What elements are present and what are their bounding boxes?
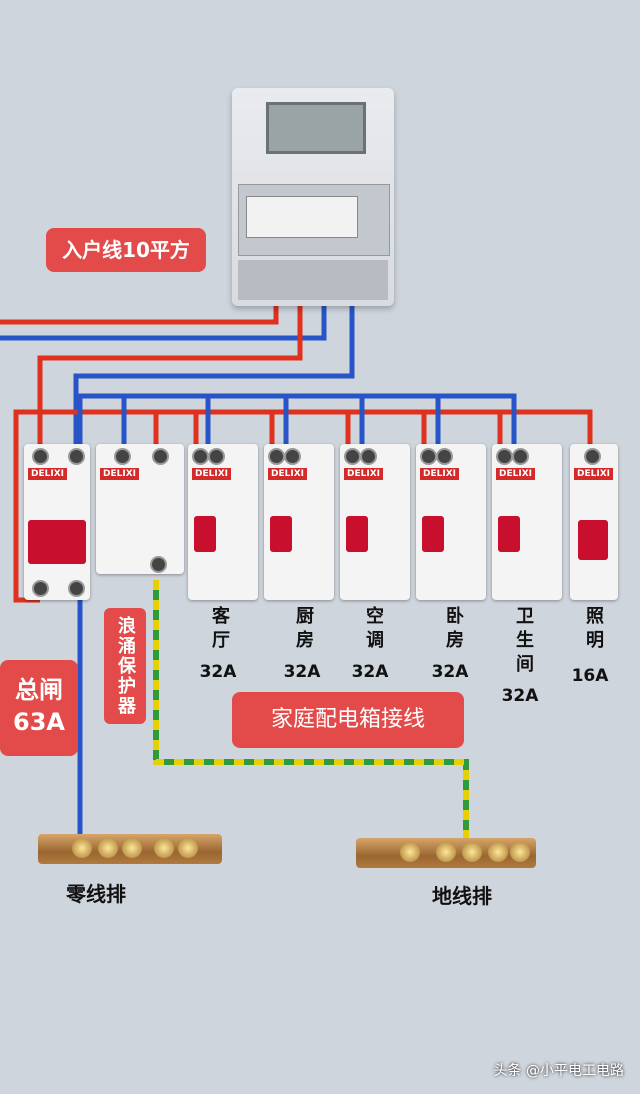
breaker-1: DELIXI [188, 444, 258, 600]
neutral-drops [121, 396, 441, 450]
neutral-bar-label: 零线排 [66, 882, 126, 906]
brand-label: DELIXI [344, 468, 383, 480]
meter-terminal [238, 260, 388, 300]
circuit-name-1: 客厅 [209, 606, 230, 654]
meter-display [266, 102, 366, 154]
electric-meter [232, 88, 394, 306]
brand-label: DELIXI [192, 468, 231, 480]
live-drops [153, 412, 503, 450]
breaker-5: DELIXI [492, 444, 562, 600]
surge-label: 浪涌保护器 [104, 608, 146, 724]
ground-wire [153, 580, 469, 848]
brand-label: DELIXI [420, 468, 459, 480]
incoming-line-label: 入户线10平方 [46, 228, 206, 272]
circuit-current-2: 32A [283, 662, 321, 682]
brand-label: DELIXI [574, 468, 613, 480]
main-breaker: DELIXI [24, 444, 90, 600]
main-switch-label: 总闸 63A [0, 660, 78, 756]
brand-label: DELIXI [496, 468, 535, 480]
meter-out-live-wire [37, 280, 303, 450]
circuit-name-3: 空调 [363, 606, 384, 654]
circuit-name-6: 照明 [583, 606, 604, 654]
breaker-6: DELIXI [570, 444, 618, 600]
watermark: 头条 @小平电工电路 [493, 1063, 624, 1079]
main-switch-current: 63A [13, 708, 65, 736]
brand-label: DELIXI [268, 468, 307, 480]
neutral-busbar [38, 834, 222, 864]
breaker-2: DELIXI [264, 444, 334, 600]
brand-label: DELIXI [100, 468, 139, 480]
surge-protector: DELIXI [96, 444, 184, 574]
breaker-3: DELIXI [340, 444, 410, 600]
main-switch-name: 总闸 [15, 676, 63, 704]
breaker-4: DELIXI [416, 444, 486, 600]
circuit-current-1: 32A [199, 662, 237, 682]
circuit-name-5: 卫生间 [513, 606, 534, 678]
diagram-title: 家庭配电箱接线 [232, 692, 464, 748]
ground-bar-label: 地线排 [432, 884, 492, 908]
circuit-current-6: 16A [571, 666, 609, 686]
meter-nameplate [246, 196, 358, 238]
circuit-current-3: 32A [351, 662, 389, 682]
live-bus-wire [13, 409, 593, 603]
main-breaker-handle [28, 520, 86, 564]
circuit-name-4: 卧房 [443, 606, 464, 654]
circuit-current-5: 32A [501, 686, 539, 706]
ground-busbar [356, 838, 536, 868]
circuit-name-2: 厨房 [293, 606, 314, 654]
brand-label: DELIXI [28, 468, 67, 480]
circuit-current-4: 32A [431, 662, 469, 682]
